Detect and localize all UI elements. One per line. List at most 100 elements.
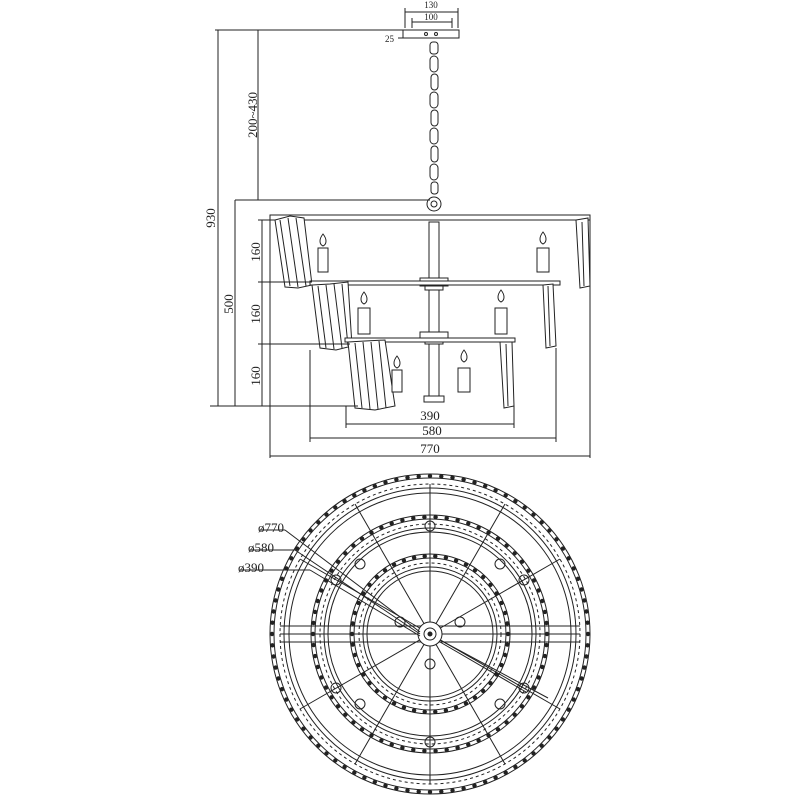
crystal-bead [519,704,525,709]
crystal-bead [422,709,427,714]
canopy-height-dim: 25 [385,34,395,44]
crystal-bead [486,733,491,738]
crystal-bead [400,518,405,523]
crystal-bead [513,498,518,504]
crystal-bead [443,708,449,713]
crystal-bead [369,733,374,738]
elevation-view [210,8,591,458]
crystal-bead [503,770,508,775]
tier3-height-dim: 160 [248,366,263,386]
crystal-bead [389,521,394,526]
crystal-bead [483,779,488,785]
crystal-bead [499,662,504,668]
crystal-bead [483,483,488,489]
crystal-bead [579,587,584,592]
crystal-bead [343,712,348,717]
crystal-bead [463,562,469,567]
plan-labels: ø770 ø580 ø390 [238,520,284,575]
crystal-bead [585,620,590,625]
vertical-dimensions [210,29,430,407]
crystal-bead [315,598,320,604]
crystal-bead [519,559,525,564]
crystal-bead [308,735,313,740]
crystal-bead [505,631,511,637]
crystal-bead [342,498,347,504]
crystal-bead [342,764,347,770]
crystal-bead [367,582,372,587]
crystal-bead [488,582,493,587]
crystal-bead [575,687,581,692]
crystal-bead [585,643,590,648]
crystal-bead [383,783,388,788]
crystal-bead [422,748,427,754]
crystal-bead [466,742,471,747]
crystal-bead [411,708,417,713]
crystal-bead [379,738,384,743]
crystal-bead [499,600,504,606]
crystal-bead [323,685,329,690]
crystal-bead [544,642,549,648]
crystal-bead [405,475,410,480]
crystal-bead [333,758,338,763]
crystal-bead [453,705,459,710]
crystal-bead [356,662,361,668]
crystal-bead [536,588,541,593]
crystal-bead [401,705,407,710]
crystal-bead [433,554,438,559]
crystal-bead [372,779,377,785]
crystal-bead [343,551,348,556]
crystal-bead [526,695,531,700]
crystal-bead [273,665,278,670]
crystal-bead [352,770,357,775]
crystal-bead [271,609,276,614]
crystal-bead [554,537,559,542]
center-hub [417,621,443,647]
crystal-bead [585,631,591,637]
leader-lines [240,529,549,699]
crystal-bead [463,701,469,706]
plan-view [240,473,591,795]
crystal-bead [361,591,366,596]
crystal-bead [505,621,510,626]
crystal-bead [542,653,548,659]
crystal-bead [316,520,321,525]
crystal-bead [394,786,399,791]
crystal-bead [575,576,581,581]
crystal-bead [495,536,501,541]
crystal-bead [571,566,576,571]
crystal-bead [481,574,486,580]
crystal-bead [450,475,455,480]
chain-drop-dim: 200~430 [245,92,260,138]
crystal-bead [540,598,545,604]
crystal-bead [416,474,421,479]
crystal-bead [539,520,544,525]
crystal-bead [453,558,459,563]
crystal-bead [329,695,334,700]
crystal-bead [352,652,358,658]
crystal-bead [270,643,275,648]
crystal-bead [311,620,316,626]
crystal-bead [350,642,355,647]
outer-width-dim: 770 [420,441,440,456]
chain [426,41,442,212]
crystal-bead [352,610,358,616]
crystal-bead [571,697,576,702]
crystal-bead [411,747,416,752]
crystal-bead [374,688,379,694]
crystal-bead [315,664,320,670]
crystal-bead [284,566,289,571]
crystal-bead [547,528,552,533]
crystal-bead [356,600,361,606]
crystal-bead [391,562,397,567]
crystal-bead [472,695,478,700]
crystal-bead [476,525,481,530]
crystal-bead [554,726,559,731]
crystal-bead [335,704,341,709]
crystal-bead [391,701,397,706]
crystal-bead [461,786,466,791]
crystal-bead [301,726,306,731]
body-height-dim: 500 [221,294,236,314]
crystal-bead [329,568,334,573]
crystal-bead [394,477,399,482]
